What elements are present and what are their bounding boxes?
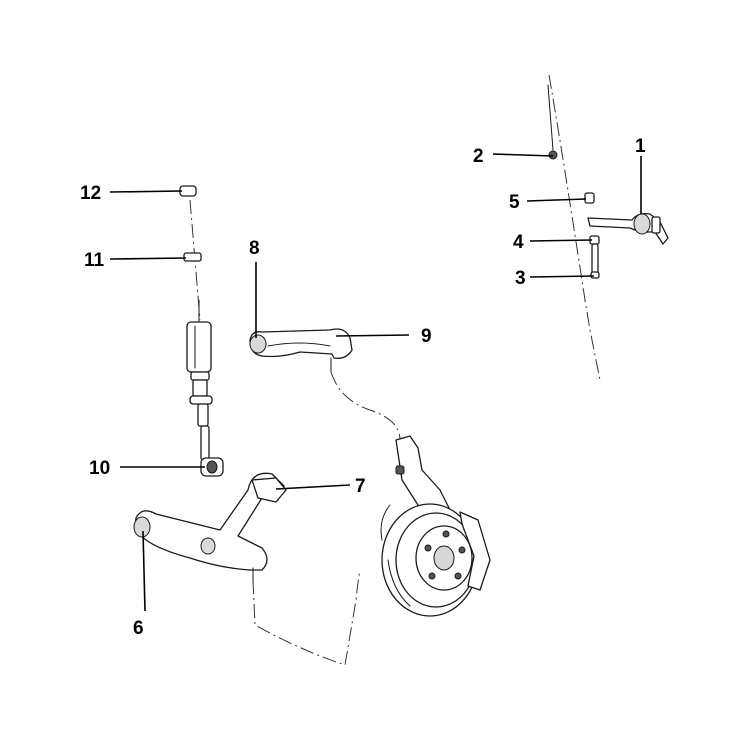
knuckle-hub-rotor bbox=[380, 435, 491, 617]
leader-lines bbox=[109, 153, 642, 612]
callout-6: 6 bbox=[133, 618, 144, 639]
callout-10: 10 bbox=[89, 458, 110, 479]
callout-2: 2 bbox=[473, 146, 484, 167]
shock-absorber bbox=[186, 299, 224, 477]
stabilizer-link-bushings bbox=[589, 235, 600, 279]
upper-control-arm bbox=[249, 328, 353, 373]
callout-labels: 1 2 3 4 5 6 7 8 9 10 11 12 bbox=[80, 136, 646, 639]
callout-12: 12 bbox=[80, 183, 101, 204]
stabilizer-link-bolt bbox=[547, 84, 558, 160]
callout-8: 8 bbox=[249, 238, 260, 259]
callout-3: 3 bbox=[515, 268, 526, 289]
callout-5: 5 bbox=[509, 192, 520, 213]
callout-9: 9 bbox=[421, 326, 432, 347]
callout-4: 4 bbox=[513, 232, 524, 253]
callout-7: 7 bbox=[355, 476, 366, 497]
callout-11: 11 bbox=[84, 250, 105, 271]
stabilizer-nut bbox=[584, 192, 595, 204]
callout-1: 1 bbox=[635, 136, 646, 157]
strut-upper-insulator bbox=[179, 185, 197, 197]
lower-control-arm bbox=[133, 472, 287, 583]
strut-lower-insulator bbox=[183, 252, 202, 262]
stabilizer-bar bbox=[587, 212, 669, 245]
